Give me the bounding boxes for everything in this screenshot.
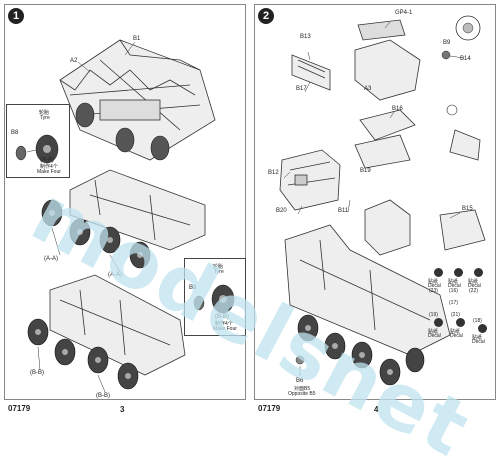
- decal-icon: [434, 268, 443, 277]
- make-four-en: Make Four: [37, 169, 61, 175]
- decal-icon: [474, 268, 483, 277]
- step1-drawing: [27, 39, 216, 393]
- make-four-jp: 制作4个: [40, 164, 58, 170]
- callout-bb-1: (B-B): [30, 370, 44, 376]
- decal-jp: 贴纸: [468, 279, 479, 285]
- part-label-b8: B8: [11, 130, 19, 136]
- part-label-b15: B15: [462, 206, 473, 212]
- part-label-b11: B11: [338, 208, 349, 214]
- decal-icon: [454, 268, 463, 277]
- part-label-b12: B12: [268, 170, 279, 176]
- opposite-note-jp: 对面B5: [294, 386, 311, 392]
- step-number: 1: [8, 8, 24, 24]
- decal-jp: 贴纸: [428, 329, 439, 335]
- decal-en: Decal: [428, 333, 441, 339]
- page-number: 4: [374, 405, 379, 414]
- decal-number: (19): [429, 312, 438, 318]
- decal-number: (16): [449, 288, 458, 294]
- ref-label: (A-A): [40, 157, 54, 163]
- part-label-b13: B13: [300, 34, 311, 40]
- decal-number: (23): [429, 288, 438, 294]
- page-frame: [254, 4, 496, 400]
- part-label-b14: B14: [460, 56, 471, 62]
- part-label-b6: B6: [296, 378, 304, 384]
- make-four-jp: 制作4个: [215, 321, 233, 327]
- tyre-label-jp: 轮胎: [213, 264, 224, 270]
- decal-number: (17): [449, 300, 458, 306]
- callout-bb-2: (B-B): [96, 393, 110, 399]
- opposite-note-en: Opposite B5: [288, 391, 316, 397]
- part-label-gp4-1: GP4-1: [395, 10, 413, 16]
- decal-number: (22): [469, 288, 478, 294]
- page-number: 3: [120, 405, 125, 414]
- decal-jp: 贴纸: [450, 329, 461, 335]
- decal-jp: 贴纸: [428, 279, 439, 285]
- page-frame: [4, 4, 246, 400]
- instruction-page-left: 1: [0, 0, 250, 416]
- part-label-b1: B1: [133, 36, 141, 42]
- decal-en: Decal: [450, 333, 463, 339]
- decal-en: Decal: [428, 283, 441, 289]
- decal-en: Decal: [468, 283, 481, 289]
- step-number: 2: [258, 8, 274, 24]
- tyre-inset-b: 轮胎 Tyre B8 (B-B) 制作4个 Make Four: [184, 258, 246, 336]
- part-label-b8: B8: [189, 285, 197, 291]
- tyre-label-en: Tyre: [214, 269, 224, 275]
- decal-icon: [478, 324, 487, 333]
- part-label-b17: B17: [296, 86, 307, 92]
- instruction-page-right: 2: [250, 0, 500, 416]
- product-code: 07179: [258, 404, 281, 413]
- decal-en: Decal: [472, 339, 485, 345]
- make-four-en: Make Four: [213, 326, 237, 332]
- part-label-a3: A3: [364, 86, 372, 92]
- part-label-a2: A2: [70, 58, 78, 64]
- tyre-inset-a: 轮胎 Tyre B8 (A-A) 制作4个 Make Four: [6, 104, 70, 178]
- callout-aa-1: (A-A): [44, 256, 58, 262]
- product-code: 07179: [8, 404, 31, 413]
- decal-icon: [434, 318, 443, 327]
- tyre-label-en: Tyre: [40, 115, 50, 121]
- decal-en: Decal: [448, 283, 461, 289]
- decal-jp: 贴纸: [472, 335, 483, 341]
- decal-number: (21): [451, 312, 460, 318]
- part-label-b16: B16: [392, 106, 403, 112]
- decal-jp: 贴纸: [448, 279, 459, 285]
- decal-icon: [456, 318, 465, 327]
- callout-aa-2: (A-A): [108, 272, 122, 278]
- part-label-b19: B19: [360, 168, 371, 174]
- part-label-b20: B20: [276, 208, 287, 214]
- tyre-label-jp: 轮胎: [39, 110, 50, 116]
- part-label-b9: B9: [443, 40, 451, 46]
- step2-drawing: [279, 15, 486, 386]
- ref-label: (B-B): [215, 314, 229, 320]
- decal-number: (18): [473, 318, 482, 324]
